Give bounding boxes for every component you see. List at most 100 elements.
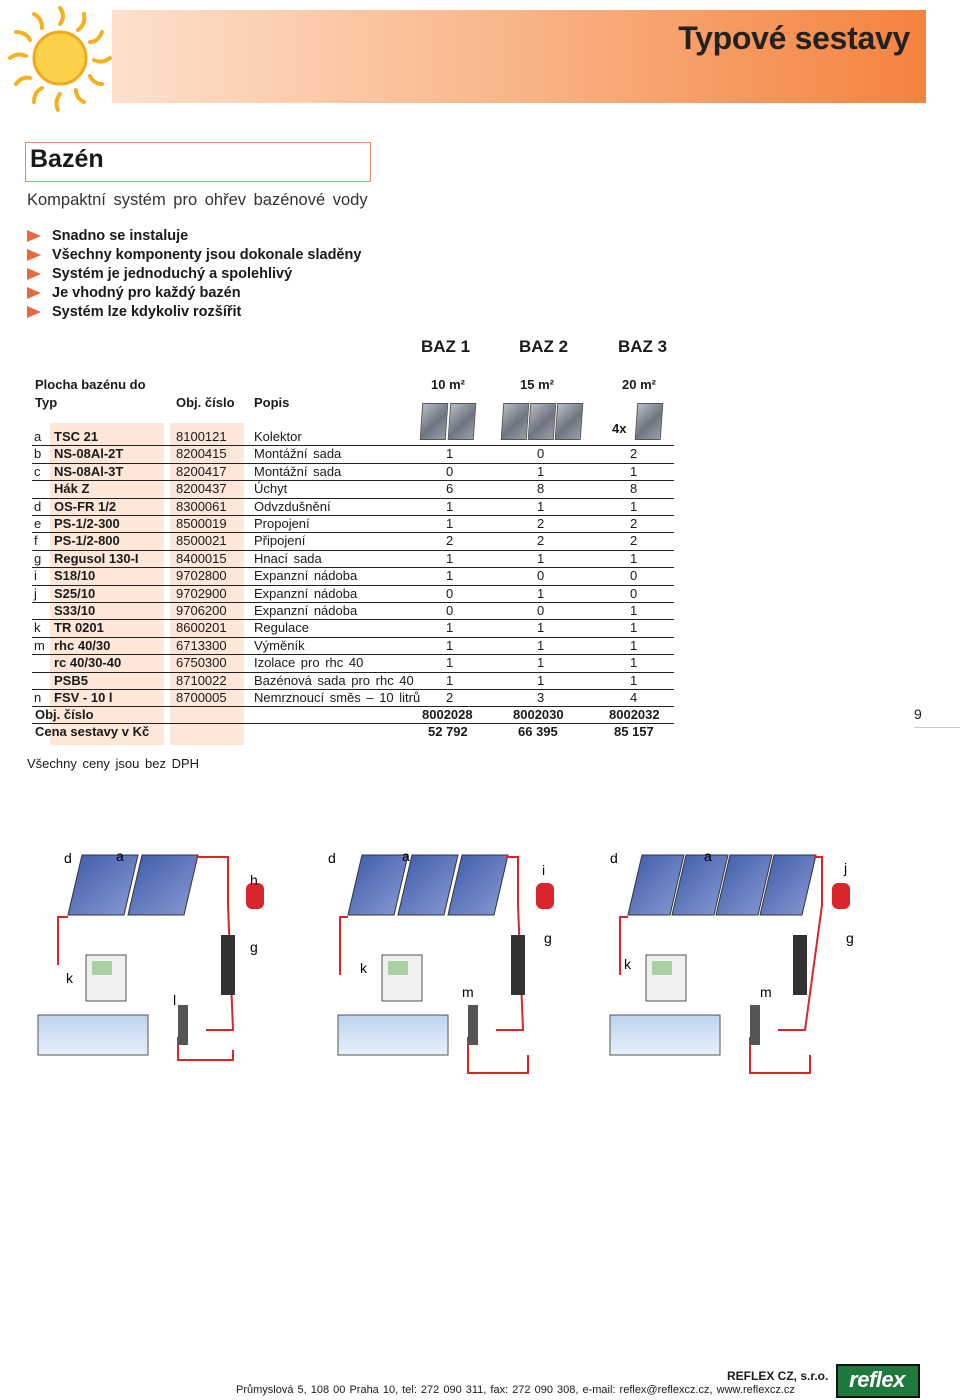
list-item: Všechny komponenty jsou dokonale sladěny	[27, 246, 361, 265]
table-cell-obj: 8500019	[176, 516, 227, 531]
area-value: 10 m²	[431, 377, 465, 392]
table-cell-v2: 1	[537, 637, 545, 653]
table-cell-obj: 6713300	[176, 637, 227, 653]
table-cell-v2: 0	[537, 603, 545, 618]
table-cell-obj: 9706200	[176, 603, 227, 618]
price-baz3: 85 157	[614, 724, 654, 739]
diagram-label: g	[846, 930, 854, 946]
diagram-label: g	[250, 939, 258, 955]
table-cell-typ: rc 40/30-40	[54, 655, 122, 671]
table-cell-v2: 3	[537, 690, 545, 705]
obj-number-baz2: 8002030	[513, 707, 564, 722]
table-cell-popis: Expanzní nádoba	[254, 568, 358, 584]
area-value: 20 m²	[622, 377, 656, 392]
table-cell-popis: Expanzní nádoba	[254, 603, 358, 618]
table-cell-v3: 0	[630, 568, 638, 584]
diagram-label: d	[610, 850, 618, 866]
table-cell-v3: 2	[630, 446, 638, 462]
table-cell-v1: 1	[446, 446, 454, 462]
diagram-label: g	[544, 930, 552, 946]
page-number-rule	[914, 727, 960, 728]
table-cell-popis: Izolace pro rhc 40	[254, 655, 364, 671]
table-cell-popis: Výměník	[254, 637, 305, 653]
table-cell-popis: Expanzní nádoba	[254, 585, 358, 601]
diagram-label: k	[360, 960, 368, 976]
table-cell-typ: Regusol 130-I	[54, 550, 139, 566]
diagram-label: i	[542, 862, 545, 878]
table-cell-v2: 1	[537, 585, 545, 601]
table-cell-v3: 4	[630, 690, 638, 705]
diagram-label: d	[328, 850, 336, 866]
variant-header-baz3: BAZ 3	[618, 337, 668, 356]
column-header-popis: Popis	[254, 395, 290, 410]
table-cell-obj: 8600201	[176, 620, 227, 636]
table-cell-typ: S18/10	[54, 568, 96, 584]
title-box	[25, 142, 371, 182]
table-cell-typ: S33/10	[54, 603, 96, 618]
price-note: Všechny ceny jsou bez DPH	[27, 756, 200, 771]
feature-list: Snadno se instaluje Všechny komponenty j…	[27, 227, 361, 322]
diagram-label: j	[843, 860, 847, 876]
sun-logo-icon	[8, 6, 112, 112]
table-cell-v3: 0	[630, 585, 638, 601]
table-cell-typ: Hák Z	[54, 481, 90, 497]
table-cell-letter: g	[34, 550, 42, 566]
typ-column-shade	[50, 423, 164, 745]
variant-header-baz2: BAZ 2	[519, 337, 569, 356]
table-cell-obj: 9702800	[176, 568, 227, 584]
table-cell-letter: k	[34, 620, 41, 636]
price-baz2: 66 395	[518, 724, 558, 739]
table-cell-typ: OS-FR 1/2	[54, 498, 117, 514]
table-cell-typ: PS-1/2-300	[54, 516, 120, 531]
table-cell-typ: TSC 21	[54, 429, 99, 444]
table-cell-letter: e	[34, 516, 42, 531]
diagram-label: k	[624, 956, 632, 972]
table-cell-obj: 8500021	[176, 533, 227, 549]
list-item: Snadno se instaluje	[27, 227, 361, 246]
table-cell-typ: NS-08Al-2T	[54, 446, 124, 462]
table-cell-obj: 8400015	[176, 550, 227, 566]
table-cell-v3: 2	[630, 516, 638, 531]
table-cell-typ: rhc 40/30	[54, 637, 111, 653]
table-cell-typ: NS-08Al-3T	[54, 463, 124, 479]
table-cell-v3: 1	[630, 637, 638, 653]
section-title: Bazén	[30, 145, 104, 173]
table-cell-letter: f	[34, 533, 38, 549]
table-cell-obj: 8200415	[176, 446, 227, 462]
table-cell-popis: Kolektor	[254, 429, 302, 444]
list-item: Je vhodný pro každý bazén	[27, 284, 361, 303]
list-item: Systém je jednoduchý a spolehlivý	[27, 265, 361, 284]
panel-multiplier: 4x	[612, 421, 627, 436]
table-cell-v3: 1	[630, 620, 638, 636]
table-cell-letter: i	[34, 568, 37, 584]
table-cell-typ: TR 0201	[54, 620, 104, 636]
reflex-logo-text: reflex	[849, 1367, 905, 1392]
diagram-label: a	[116, 848, 124, 864]
price-baz1: 52 792	[428, 724, 468, 739]
table-cell-obj: 8200437	[176, 481, 227, 497]
table-cell-v1: 2	[446, 533, 454, 549]
table-cell-v2: 1	[537, 672, 545, 688]
table-cell-v3: 1	[630, 498, 638, 514]
table-cell-v1: 1	[446, 498, 454, 514]
table-cell-typ: PS-1/2-800	[54, 533, 120, 549]
table-cell-popis: Odvzdušnění	[254, 498, 331, 514]
price-row: Cena sestavy v Kč 52 792 66 395 85 157	[32, 724, 674, 740]
table-cell-v1: 1	[446, 516, 454, 531]
obj-number-row: Obj. číslo 8002028 8002030 8002032	[32, 707, 674, 724]
table-cell-v2: 1	[537, 498, 545, 514]
table-cell-letter: b	[34, 446, 42, 462]
area-label: Plocha bazénu do	[35, 377, 146, 392]
table-cell-v1: 2	[446, 690, 454, 705]
table-cell-popis: Montážní sada	[254, 446, 342, 462]
table-cell-obj: 8100121	[176, 429, 227, 444]
obj-number-label: Obj. číslo	[35, 707, 94, 722]
table-cell-v2: 2	[537, 533, 545, 549]
